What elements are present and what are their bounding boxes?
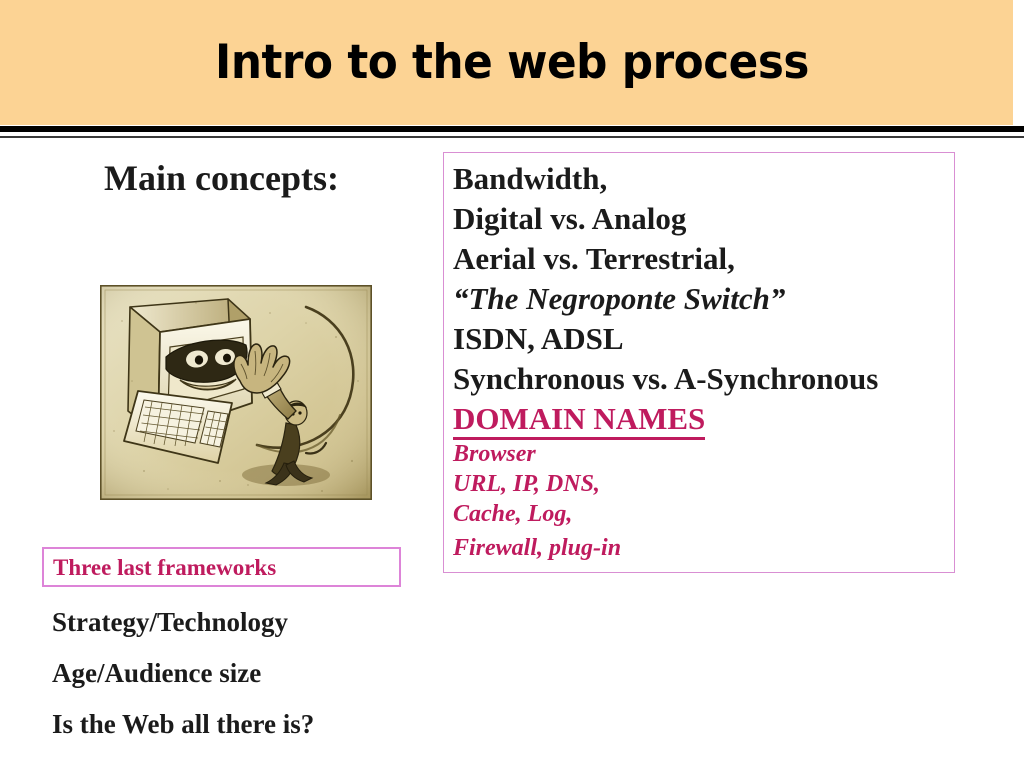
title-banner: [0, 0, 1013, 125]
frameworks-box: [42, 547, 401, 587]
framework-item: Is the Web all there is?: [52, 709, 315, 739]
concept-line: Cache, Log,: [453, 501, 573, 527]
main-concepts-heading: Main concepts:: [104, 158, 339, 198]
computer-monitor-face-and-person-illustration: [100, 285, 372, 500]
concept-line: “The Negroponte Switch”: [453, 281, 786, 316]
concept-line: ISDN, ADSL: [453, 321, 624, 356]
concept-line: DOMAIN NAMES: [453, 399, 950, 440]
page-title: Intro to the web process: [215, 35, 809, 90]
framework-item: Strategy/Technology: [52, 607, 288, 637]
divider-rule-thin: [0, 136, 1024, 138]
divider-rule-thick: [0, 126, 1024, 132]
concept-line: Aerial vs. Terrestrial,: [453, 241, 735, 276]
concept-line: Browser: [453, 441, 536, 467]
frameworks-label: Three last frameworks: [53, 555, 277, 580]
concept-line: Synchronous vs. A-Synchronous: [453, 361, 879, 396]
concept-line-text: DOMAIN NAMES: [453, 401, 706, 440]
divider-rule-gap: [0, 132, 1024, 136]
concept-line: Digital vs. Analog: [453, 201, 687, 236]
concept-line: URL, IP, DNS,: [453, 471, 600, 497]
framework-item: Age/Audience size: [52, 658, 262, 688]
concept-line: Firewall, plug-in: [453, 535, 622, 561]
concept-line: Bandwidth,: [453, 161, 608, 196]
